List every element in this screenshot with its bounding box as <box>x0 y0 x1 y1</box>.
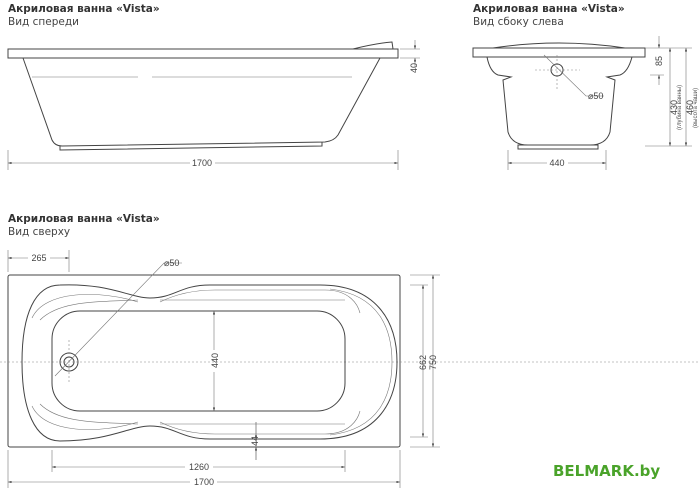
rim <box>7 48 399 59</box>
dim-rim-height: 40 <box>409 63 419 73</box>
rim-top-curve <box>492 42 626 49</box>
outer-rim <box>7 274 401 448</box>
dim-bowl-width: 662 <box>418 355 428 370</box>
bowl-outline <box>21 284 398 442</box>
headrest <box>352 41 394 50</box>
drain-icon <box>550 63 564 77</box>
front-view-subtitle: Вид спереди <box>8 16 79 28</box>
top-view-title: Акриловая ванна «Vista» <box>8 213 160 225</box>
tub-body <box>22 57 381 147</box>
dim-length: 1700 <box>194 477 214 487</box>
side-view: Акриловая ванна «Vista» Вид сбоку слева … <box>472 3 699 170</box>
dim-inner-length: 1260 <box>189 462 209 472</box>
top-view: Акриловая ванна «Vista» Вид сверху ⌀50 2… <box>0 213 700 488</box>
dim-drain-offset: 265 <box>31 253 46 263</box>
dim-drain-diameter: ⌀50 <box>164 258 179 268</box>
dim-edge: 44 <box>250 436 260 446</box>
basin-floor <box>51 310 346 412</box>
dim-depth: 430 <box>669 100 679 115</box>
bottom-plate <box>59 142 323 151</box>
bottom-plate <box>517 144 599 150</box>
dim-width: 750 <box>428 355 438 370</box>
front-view-title: Акриловая ванна «Vista» <box>8 3 160 15</box>
bowl-shoulder <box>39 288 393 436</box>
dim-height: 460 <box>685 100 695 115</box>
dim-rim-height: 85 <box>654 56 664 66</box>
side-view-subtitle: Вид сбоку слева <box>473 16 564 28</box>
dim-length: 1700 <box>192 158 212 168</box>
dim-bottom-width: 440 <box>549 158 564 168</box>
front-view: Акриловая ванна «Vista» Вид спереди 40 1… <box>7 3 420 170</box>
dim-depth-note: (глубина ванны) <box>677 85 683 130</box>
dim-height-note: (высота чаши) <box>693 88 699 128</box>
bowl-inner-line <box>31 289 361 435</box>
dim-drain-diameter: ⌀50 <box>588 91 603 101</box>
logo: BELMARK.by <box>553 462 660 480</box>
rim <box>472 47 646 58</box>
top-view-subtitle: Вид сверху <box>8 226 70 238</box>
dim-inner-width: 440 <box>210 353 220 368</box>
side-view-title: Акриловая ванна «Vista» <box>473 3 625 15</box>
